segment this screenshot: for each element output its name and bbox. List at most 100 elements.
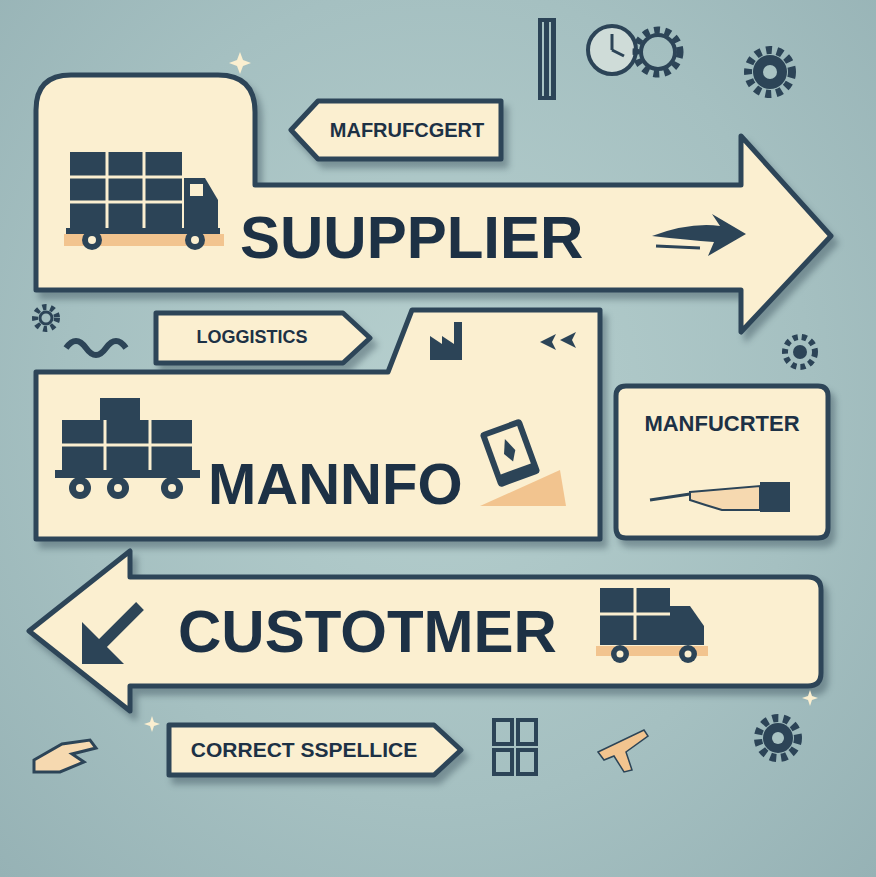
- trailer-icon: [55, 470, 200, 478]
- truck-icon: [190, 184, 203, 196]
- clock-gear-icon: [588, 26, 680, 74]
- gear-icon: [753, 55, 787, 89]
- truck-icon: [617, 651, 624, 658]
- tag-box: CORRECT SSPELLICE: [166, 722, 464, 778]
- sparkle: [229, 52, 251, 74]
- truck-icon: [64, 234, 224, 246]
- clock-gear-icon: [588, 26, 636, 74]
- truck-icon: [600, 640, 704, 645]
- trailer-icon: [114, 484, 122, 492]
- trailer-icon: [55, 398, 200, 499]
- trailer-icon: [69, 477, 91, 499]
- arrow-icon: [98, 606, 140, 648]
- arrow-icon: [652, 214, 746, 256]
- trailer-icon: [168, 484, 176, 492]
- hand-icon: [34, 740, 96, 772]
- hand-icon: [650, 482, 790, 512]
- truck-icon: [634, 588, 637, 640]
- flow-arrow: CUSTOTMER: [26, 548, 824, 714]
- factory-icon: [430, 322, 462, 360]
- node-label: SUUPPLIER: [240, 205, 583, 271]
- truck-icon: [685, 651, 692, 658]
- node-label: MAFRUFCGERT: [330, 119, 484, 141]
- gear-icon: [785, 337, 815, 367]
- circuit-icon: [494, 720, 512, 744]
- process-box: MANFUCRTER: [612, 382, 832, 542]
- chevron-marks: [540, 334, 556, 350]
- shape-outline: [33, 70, 835, 336]
- card-hand-icon: [479, 418, 540, 488]
- factory-icon: [430, 322, 462, 360]
- node-label: CUSTOTMER: [178, 599, 557, 665]
- trailer-icon: [149, 420, 152, 470]
- clock-gear-icon: [612, 50, 624, 56]
- clock-gear-icon: [636, 30, 680, 74]
- node-label: MANFUCRTER: [644, 412, 799, 436]
- card-hand-icon: [479, 418, 540, 488]
- gear-icon: [748, 50, 792, 94]
- truck-icon: [82, 230, 102, 250]
- node-label: LOGGISTICS: [196, 328, 307, 348]
- truck-icon: [185, 230, 205, 250]
- gear-icon: [772, 732, 784, 744]
- truck-icon: [64, 152, 224, 250]
- comb-icon: [538, 18, 556, 100]
- comb-icon: [542, 22, 544, 96]
- gear-icon: [763, 723, 793, 753]
- trailer-icon: [100, 398, 140, 420]
- shape-path: [291, 101, 501, 159]
- truck-icon: [70, 176, 182, 179]
- node-label: MANNFO: [208, 452, 463, 516]
- airplane-icon: [598, 730, 648, 772]
- card-hand-icon: [480, 470, 566, 506]
- arrow-icon: [82, 622, 124, 664]
- arrow-icon: [82, 606, 140, 664]
- truck-icon: [679, 645, 697, 663]
- tag-box: MAFRUFCGERT: [288, 98, 504, 162]
- comb-icon: [549, 22, 551, 96]
- shape-path: [616, 386, 828, 538]
- truck-icon: [70, 201, 182, 204]
- flow-band: MANNFO: [33, 306, 605, 542]
- card-hand-icon: [479, 418, 566, 506]
- pipe-icon: [66, 341, 126, 355]
- clock-gear-icon: [641, 35, 675, 69]
- hand-icon: [690, 486, 760, 510]
- shape-path: [29, 551, 821, 711]
- truck-icon: [106, 152, 109, 228]
- trailer-icon: [107, 477, 129, 499]
- arrow-icon: [656, 246, 700, 248]
- flow-arrow: SUUPPLIER: [33, 70, 835, 336]
- truck-icon: [670, 606, 704, 644]
- truck-icon: [600, 613, 670, 616]
- truck-icon: [143, 152, 146, 228]
- shape-path: [36, 310, 600, 539]
- card-hand-icon: [499, 437, 518, 464]
- shape-path: [36, 75, 831, 332]
- sparkle: [144, 716, 160, 732]
- trailer-icon: [104, 420, 107, 470]
- arrow-icon: [652, 214, 746, 256]
- airplane-icon: [598, 730, 648, 772]
- truck-icon: [611, 645, 629, 663]
- gear-icon: [758, 718, 798, 758]
- chevron-marks: [540, 332, 576, 350]
- truck-icon: [66, 228, 220, 234]
- card-hand-icon: [487, 426, 531, 475]
- truck-icon: [191, 236, 199, 244]
- truck-icon: [88, 236, 96, 244]
- gear-icon: [35, 307, 57, 329]
- truck-icon: [596, 646, 708, 656]
- pipe-icon: [66, 341, 126, 355]
- circuit-icon: [518, 750, 536, 774]
- clock-gear-icon: [611, 34, 614, 50]
- shape-path: [156, 313, 370, 363]
- truck-icon: [600, 588, 670, 640]
- gear-icon: [793, 345, 807, 359]
- truck-icon: [596, 588, 708, 663]
- gear-icon: [748, 50, 792, 94]
- hand-icon: [760, 482, 790, 512]
- circuit-icon: [518, 720, 536, 744]
- hand-icon: [34, 740, 96, 772]
- gear-icon: [40, 312, 52, 324]
